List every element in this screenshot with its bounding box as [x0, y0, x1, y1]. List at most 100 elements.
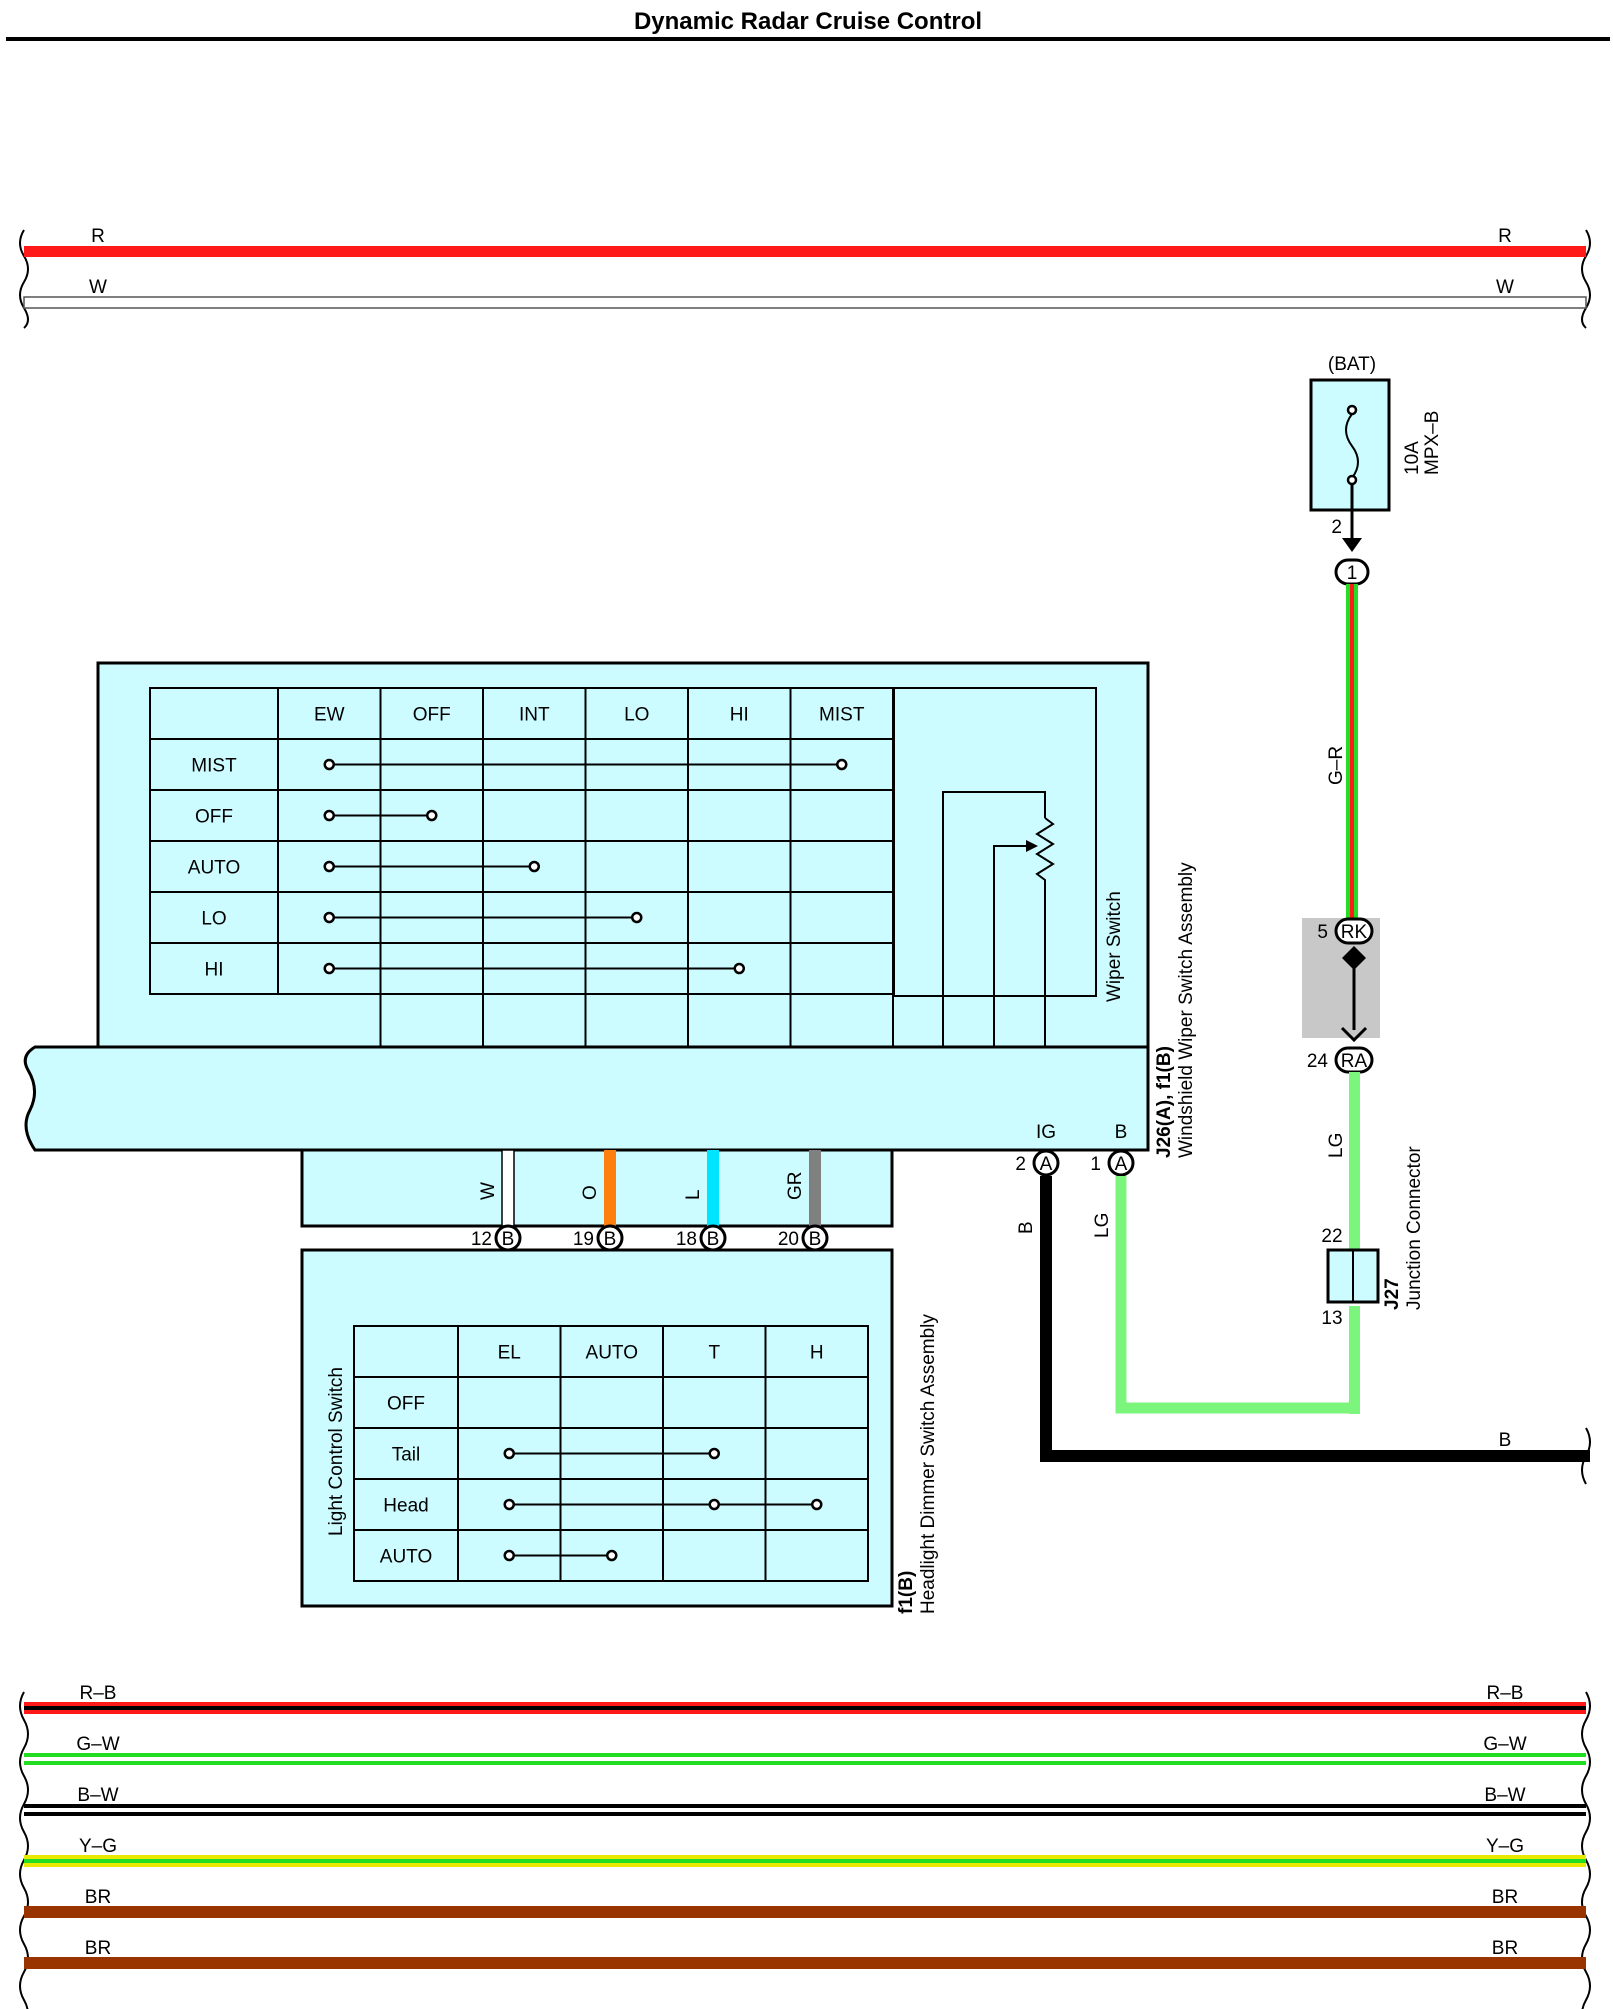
- fuse-arrow: [1342, 538, 1362, 552]
- pot-wiper-arrow: [1026, 840, 1038, 852]
- wire-lg-right-label: LG: [1326, 1133, 1347, 1158]
- bottom-bus-label-right: Y–G: [1486, 1836, 1524, 1857]
- bus-label-w-right: W: [1496, 277, 1514, 298]
- light-contact-point: [708, 1447, 720, 1460]
- harness-pin-number: 19: [573, 1229, 594, 1250]
- bus-b-label: B: [1499, 1430, 1512, 1451]
- bottom-bus-label-right: B–W: [1484, 1785, 1525, 1806]
- rk-ra-connector: RK 5 RA 24: [1302, 917, 1380, 1074]
- bottom-bus-label-left: G–W: [76, 1734, 119, 1755]
- pin-ig-number: 2: [1015, 1154, 1026, 1175]
- bus-wire-w: [23, 296, 1587, 309]
- bottom-bus-label-right: G–W: [1483, 1734, 1526, 1755]
- harness-wire-label: L: [683, 1189, 704, 1200]
- light-contact-point: [503, 1447, 515, 1460]
- light-contact-point: [606, 1549, 618, 1562]
- wiper-col-header: MIST: [819, 705, 865, 726]
- light-row-label: Head: [383, 1496, 428, 1517]
- fuse-name: MPX–B: [1422, 411, 1443, 475]
- bus-label-r-left: R: [91, 226, 105, 247]
- wiper-assembly-code: J26(A), f1(B): [1154, 1046, 1175, 1158]
- fuse-mpx-b: (BAT) 10A MPX–B 2: [1309, 354, 1443, 552]
- harness-pin-conn: B: [502, 1229, 515, 1250]
- fuse-element: [1345, 413, 1359, 479]
- wiper-row-label: AUTO: [188, 858, 240, 879]
- bus-b-break: [1581, 1427, 1591, 1485]
- light-row-label: OFF: [387, 1394, 425, 1415]
- bottom-bus-label-left: R–B: [80, 1683, 117, 1704]
- harness-wire: [604, 1150, 616, 1226]
- light-contact-point: [503, 1498, 515, 1511]
- bottom-bus-wire-stripe: [24, 1859, 1586, 1863]
- wiper-contact-point: [733, 962, 745, 975]
- wiper-switch-label: Wiper Switch: [1104, 891, 1125, 1002]
- dimmer-assembly-code: f1(B): [896, 1571, 917, 1614]
- wiper-row-label: OFF: [195, 807, 233, 828]
- light-col-header: T: [708, 1343, 720, 1364]
- bottom-bus-label-left: BR: [85, 1887, 111, 1908]
- wiper-col-header: LO: [624, 705, 649, 726]
- pin-b-conn: A: [1115, 1154, 1128, 1175]
- wiper-contact-point: [528, 860, 540, 873]
- wiper-contact-point: [323, 809, 335, 822]
- bottom-bus-label-left: BR: [85, 1938, 111, 1959]
- pin-b-number: 1: [1090, 1154, 1101, 1175]
- light-contact-point: [503, 1549, 515, 1562]
- light-col-header: EL: [498, 1343, 521, 1364]
- wiper-contact-point: [323, 911, 335, 924]
- bus-wire-r: [24, 246, 1586, 257]
- light-switch-label: Light Control Switch: [326, 1367, 347, 1536]
- harness-pin-conn: B: [809, 1229, 822, 1250]
- j27-name: Junction Connector: [1404, 1146, 1425, 1310]
- dimmer-assembly-name: Headlight Dimmer Switch Assembly: [918, 1314, 939, 1614]
- wiper-contact-point: [631, 911, 643, 924]
- wire-lg-label: LG: [1092, 1213, 1113, 1238]
- fuse-source: (BAT): [1328, 354, 1376, 375]
- harness-wire: [707, 1150, 719, 1226]
- junction-1-label: 1: [1347, 563, 1358, 584]
- wire-g-r-label: G–R: [1326, 746, 1347, 785]
- wiper-pins: IG A 2 B A 1: [1015, 1122, 1135, 1177]
- bottom-bus-wire-stripe: [24, 1706, 1586, 1710]
- harness-pin-number: 20: [778, 1229, 799, 1250]
- j27-pin-bottom: 13: [1321, 1308, 1342, 1329]
- light-row-label: AUTO: [380, 1547, 432, 1568]
- fuse-rating: 10A: [1402, 441, 1423, 475]
- wiper-contact-point: [836, 758, 848, 771]
- light-contact-point: [811, 1498, 823, 1511]
- wire-lg-right-seg2: [1349, 1306, 1360, 1414]
- pot-wire-outer: [942, 791, 1046, 1046]
- fuse-out-pin: 2: [1331, 517, 1342, 538]
- fuse-box: [1309, 378, 1391, 512]
- fuse-terminal-top: [1346, 404, 1358, 416]
- light-col-header: AUTO: [586, 1343, 638, 1364]
- harness-pin-number: 12: [471, 1229, 492, 1250]
- pin-b: [1107, 1149, 1135, 1177]
- wire-lg-right-seg1: [1349, 1072, 1360, 1250]
- bottom-bus-label-right: R–B: [1487, 1683, 1524, 1704]
- ra-chevron: [1340, 1026, 1368, 1043]
- harness-wire-label: GR: [785, 1172, 806, 1201]
- wiper-col-header: EW: [314, 705, 345, 726]
- j27-pin-top: 22: [1321, 1226, 1342, 1247]
- wiper-assembly-name: Windshield Wiper Switch Assembly: [1176, 862, 1197, 1158]
- pin-rk-code: RK: [1341, 922, 1368, 943]
- wiper-row-label: HI: [205, 960, 224, 981]
- bottom-bus-wire: [24, 1957, 1586, 1969]
- wiper-connector-bars: [379, 994, 894, 1047]
- pin-rk: [1334, 917, 1374, 945]
- bottom-bus-label-left: Y–G: [79, 1836, 117, 1857]
- harness-pin-conn: B: [707, 1229, 720, 1250]
- harness-wire-label: O: [580, 1185, 601, 1200]
- wiper-assembly-box: [96, 661, 1150, 1050]
- page-title: Dynamic Radar Cruise Control: [634, 8, 982, 35]
- fuse-terminal-bottom: [1346, 474, 1358, 486]
- wiper-contact-point: [426, 809, 438, 822]
- wire-g-r-stripe: [1350, 584, 1354, 924]
- bottom-bus-wire-stripe: [24, 1757, 1586, 1761]
- bottom-bus-wire-stripe: [24, 1808, 1586, 1812]
- harness-lower-block: [300, 1148, 894, 1228]
- bottom-bus-wire: [24, 1906, 1586, 1918]
